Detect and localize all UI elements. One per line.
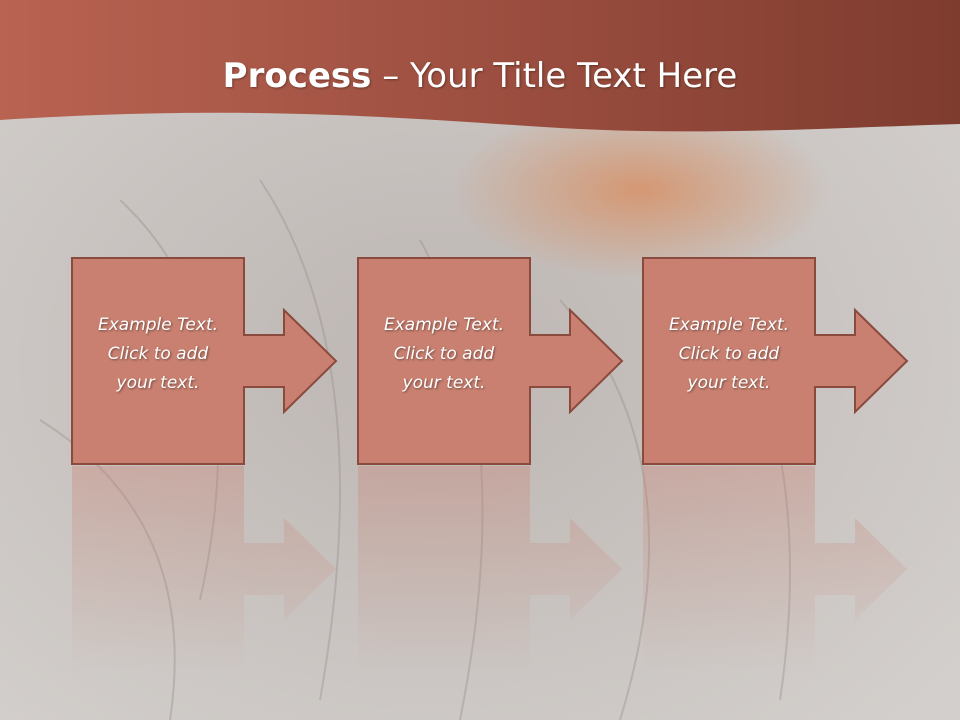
step-3-box-arrow[interactable] xyxy=(642,257,909,465)
step-2-box-arrow[interactable] xyxy=(357,257,624,465)
step-3-line-2: Click to add xyxy=(678,344,780,364)
step-1-text[interactable]: Example Text. Click to add your text. xyxy=(72,311,244,398)
step-1-line-2: Click to add xyxy=(107,344,209,364)
step-2-text[interactable]: Example Text. Click to add your text. xyxy=(358,311,530,398)
step-1-reflection xyxy=(72,466,336,672)
step-2-reflection xyxy=(358,466,622,672)
step-1-line-1: Example Text. xyxy=(97,315,219,335)
title-separator: – xyxy=(371,56,411,96)
step-2-line-3: your text. xyxy=(402,373,486,393)
step-3-reflection xyxy=(643,466,907,672)
slide-title[interactable]: Process – Your Title Text Here xyxy=(0,54,960,98)
step-3-line-3: your text. xyxy=(687,373,771,393)
title-rest: Your Title Text Here xyxy=(410,56,738,96)
step-1-line-3: your text. xyxy=(116,373,200,393)
step-3-text[interactable]: Example Text. Click to add your text. xyxy=(643,311,815,398)
step-2-line-2: Click to add xyxy=(393,344,495,364)
title-bold: Process xyxy=(222,56,372,96)
step-2-line-1: Example Text. xyxy=(383,315,505,335)
step-3-line-1: Example Text. xyxy=(668,315,790,335)
title-banner xyxy=(0,0,960,132)
step-1-box-arrow[interactable] xyxy=(71,257,338,465)
